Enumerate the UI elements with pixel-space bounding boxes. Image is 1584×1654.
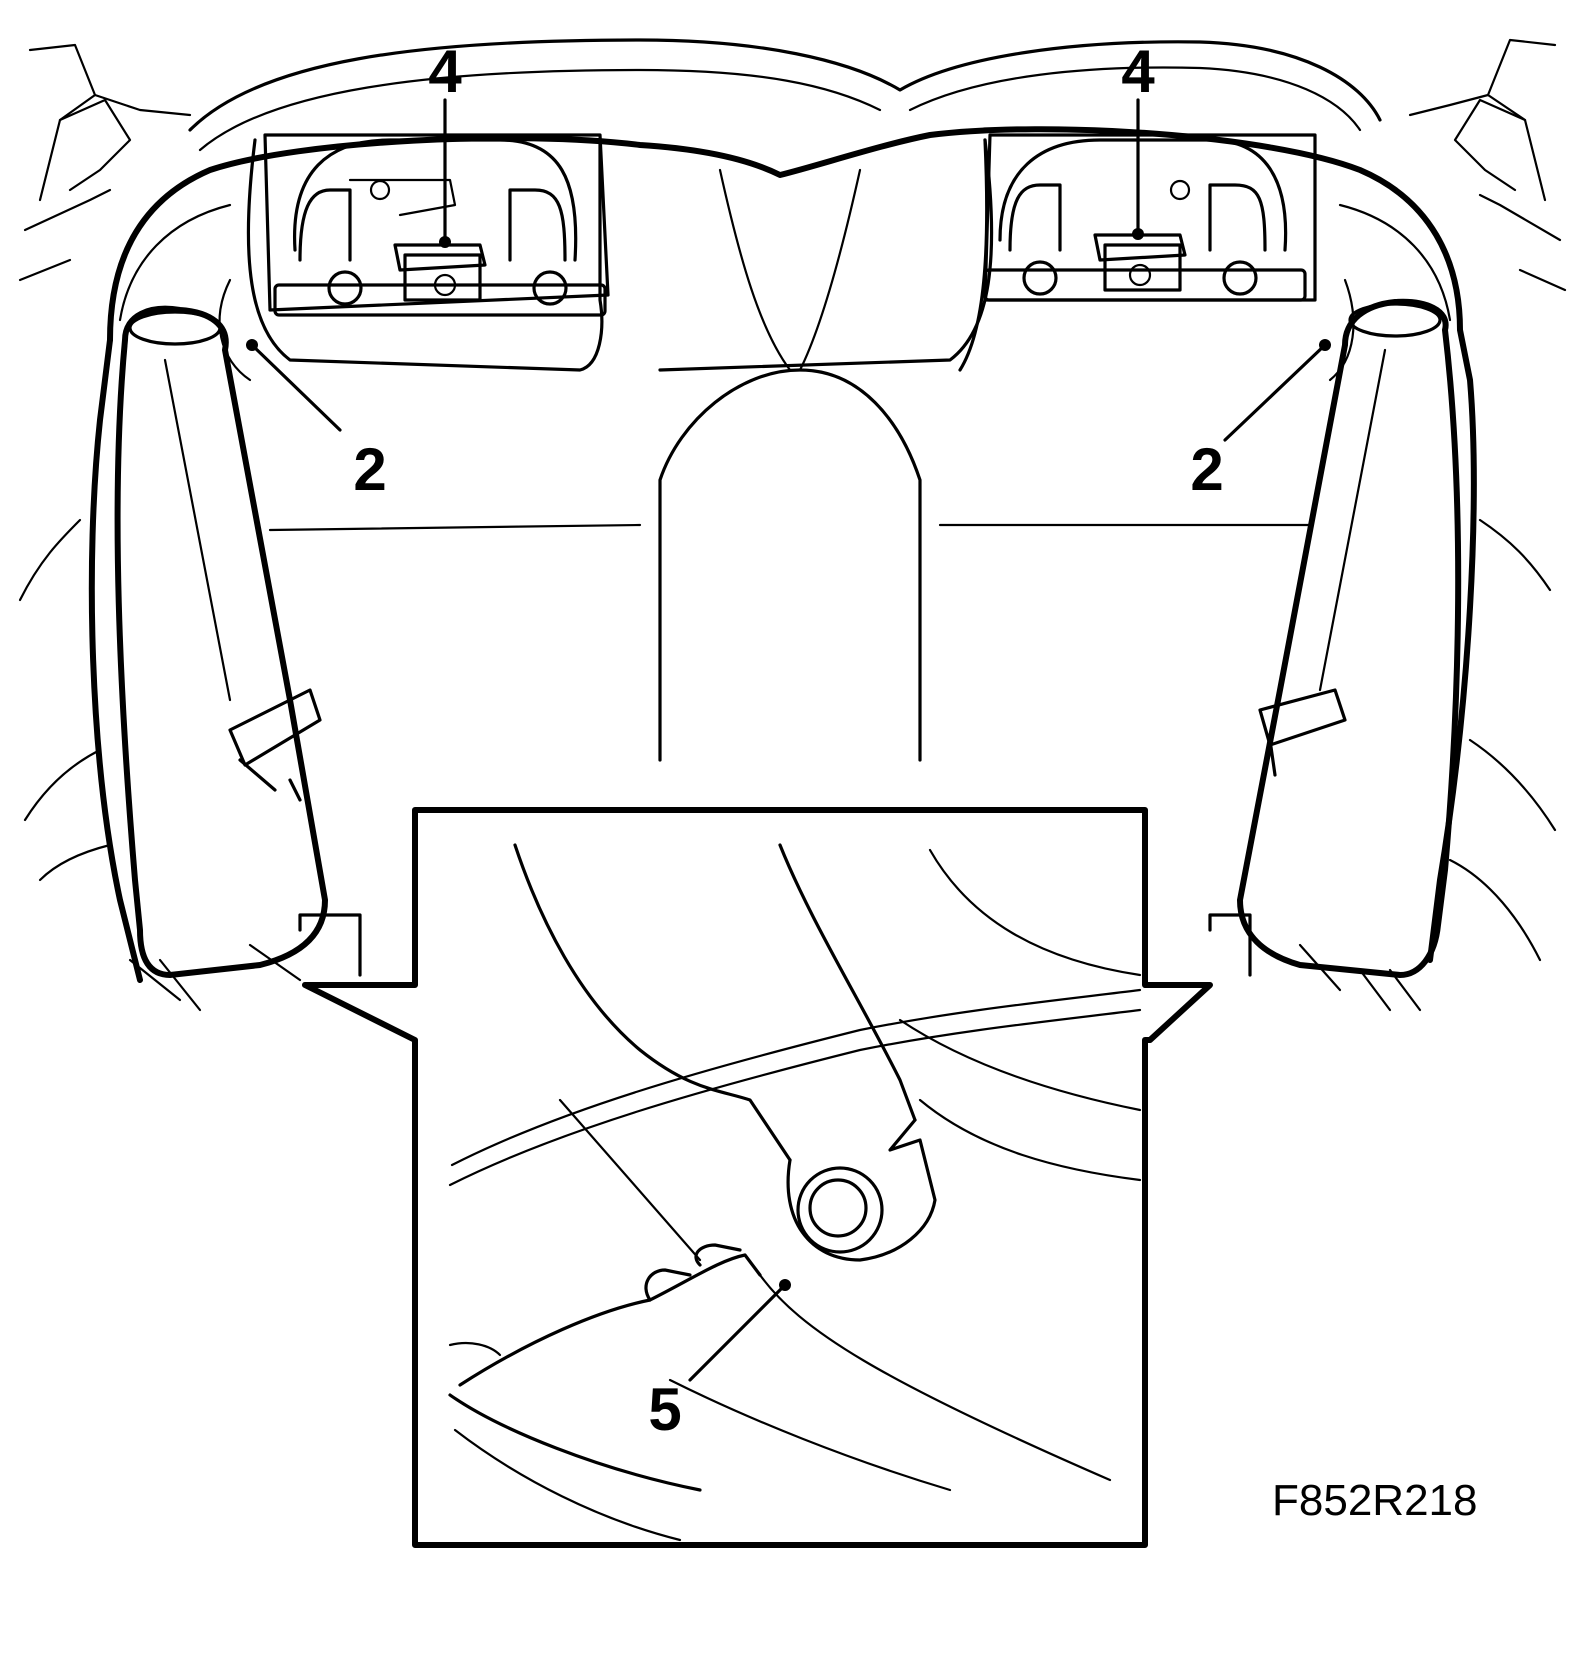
right-belt-cover xyxy=(1237,298,1462,992)
inset-detail-panel xyxy=(302,807,1213,1548)
callout-2-right: 2 xyxy=(1190,436,1223,503)
left-belt-cover xyxy=(114,305,328,982)
background-surroundings xyxy=(18,38,1567,1012)
callout-5-inset: 5 xyxy=(648,1376,681,1443)
figure-id: F852R218 xyxy=(1272,1476,1477,1525)
right-anchor-assembly xyxy=(983,138,1307,302)
callout-4-right: 4 xyxy=(1121,38,1155,105)
left-anchor-assembly xyxy=(273,138,607,317)
leader-lines xyxy=(246,98,1331,1382)
callout-4-left: 4 xyxy=(428,38,462,105)
lower-brackets xyxy=(298,913,1252,977)
callout-2-left: 2 xyxy=(353,436,386,503)
